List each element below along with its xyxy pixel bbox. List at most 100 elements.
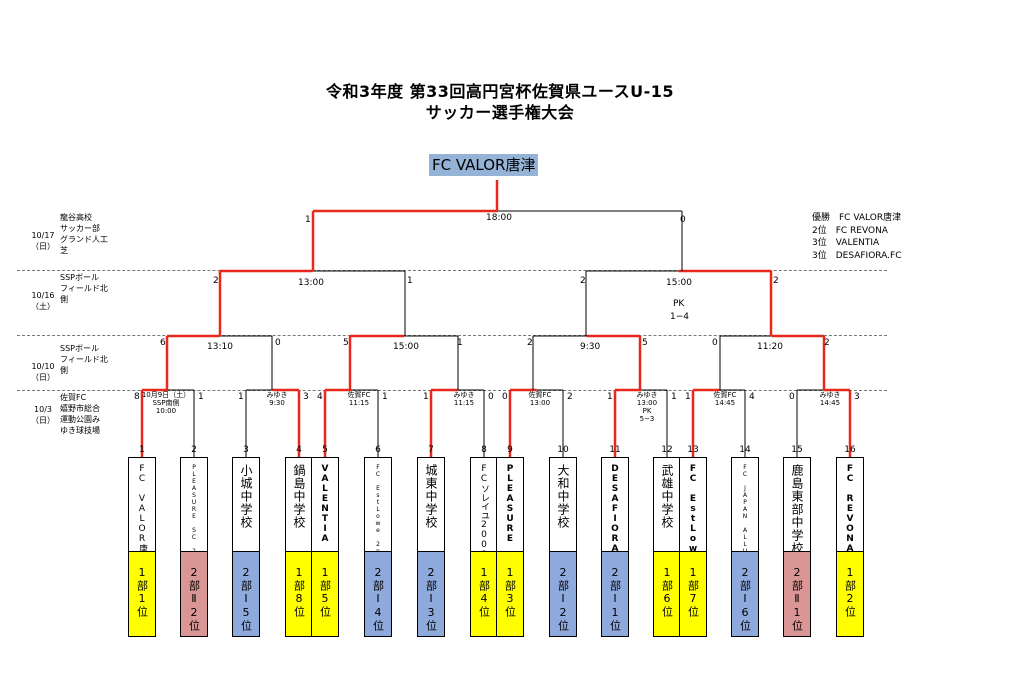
round-divider (17, 270, 887, 271)
team-rank: 2部Ⅱ2位 (187, 566, 201, 632)
team-name-box: FCソレイユ2008 (470, 457, 498, 552)
round-date: 10/3（日） (31, 405, 55, 425)
team-number: 4 (296, 445, 302, 455)
score-label: 0 (502, 392, 508, 402)
team-rank-box: 2部Ⅱ1位 (783, 551, 811, 637)
round-date: 10/10（日） (31, 362, 55, 382)
team-name-box: 鍋島中学校 (285, 457, 313, 552)
score-label: 5 (343, 338, 349, 348)
result-item: 3位 VALENTIA (812, 238, 880, 248)
page-title: 令和3年度 第33回高円宮杯佐賀県ユースU-15 (325, 82, 675, 101)
score-label: 1 (407, 276, 413, 286)
score-label: 4 (317, 392, 323, 402)
score-label: 0 (712, 338, 718, 348)
result-item: 3位 DESAFIORA.FC (812, 250, 902, 261)
team-name: PLEASURE SC 2nd (190, 464, 198, 552)
team-rank-box: 1部1位 (128, 551, 156, 637)
team-number: 15 (791, 445, 803, 455)
team-rank-box: 2部Ⅰ2位 (549, 551, 577, 637)
team-number: 8 (481, 445, 487, 455)
team-rank-box: 1部6位 (653, 551, 681, 637)
team-name: 鍋島中学校 (292, 464, 306, 529)
team-number: 2 (191, 445, 197, 455)
score-label: 1 (423, 392, 429, 402)
team-number: 10 (557, 445, 569, 455)
result-item: 2位 FC REVONA (812, 225, 888, 236)
team-number: 1 (139, 445, 145, 455)
team-rank-box: 2部Ⅰ1位 (601, 551, 629, 637)
team-name-box: 大和中学校 (549, 457, 577, 552)
score-label: 0 (488, 392, 494, 402)
score-label: 2 (567, 392, 573, 402)
score-label: 0 (680, 215, 686, 225)
pk-label: PK (673, 299, 685, 309)
team-name: FC JAPAN ALLURE (741, 464, 749, 552)
team-number: 9 (507, 445, 513, 455)
team-rank: 2部Ⅰ4位 (371, 566, 385, 632)
team-rank-box: 1部4位 (470, 551, 498, 637)
team-rank: 1部5位 (318, 566, 332, 618)
team-number: 14 (739, 445, 751, 455)
score-label: 2 (824, 338, 830, 348)
score-label: 4 (749, 392, 755, 402)
time-label: 13:10 (207, 342, 233, 352)
team-rank-box: 1部8位 (285, 551, 313, 637)
time-label: 13:00 (298, 278, 324, 288)
team-rank: 1部6位 (660, 566, 674, 618)
score-label: 1 (607, 392, 613, 402)
team-rank: 1部3位 (503, 566, 517, 618)
team-rank-box: 2部Ⅱ2位 (180, 551, 208, 637)
round-venue: SSPボールフィールド北側 (60, 344, 108, 375)
score-label: 1 (198, 392, 204, 402)
team-rank: 2部Ⅰ2位 (556, 566, 570, 632)
team-name-box: 小城中学校 (232, 457, 260, 552)
team-name-box: FC EstLowe 2nd (364, 457, 392, 552)
team-name-box: FC EstLowe (679, 457, 707, 552)
score-label: 2 (580, 276, 586, 286)
round-date: 10/16（土） (31, 291, 55, 311)
team-name: DESAFIORA.FC (610, 464, 620, 552)
team-name-box: FC JAPAN ALLURE (731, 457, 759, 552)
score-label: 0 (789, 392, 795, 402)
team-name: 武雄中学校 (660, 464, 674, 529)
team-name: 大和中学校 (556, 464, 570, 529)
team-rank-box: 2部Ⅰ6位 (731, 551, 759, 637)
team-number: 11 (609, 445, 621, 455)
time-label: 15:00 (666, 278, 692, 288)
team-rank: 2部Ⅰ6位 (738, 566, 752, 632)
time-label: 11:20 (757, 342, 783, 352)
score-label: 3 (303, 392, 309, 402)
team-name-box: PLEASURE SC (496, 457, 524, 552)
score-label: 5 (642, 338, 648, 348)
score-label: 1 (305, 215, 311, 225)
score-label: 2 (773, 276, 779, 286)
team-rank-box: 1部2位 (836, 551, 864, 637)
team-number: 5 (322, 445, 328, 455)
team-rank-box: 1部7位 (679, 551, 707, 637)
score-label: 6 (160, 338, 166, 348)
team-name: VALENTIA (320, 464, 330, 544)
score-label: 8 (134, 392, 140, 402)
team-name-box: 武雄中学校 (653, 457, 681, 552)
team-name: FC EstLowe (688, 464, 698, 552)
team-rank: 1部2位 (843, 566, 857, 618)
team-rank: 1部7位 (686, 566, 700, 618)
team-name: FC REVONA (845, 464, 855, 552)
team-name-box: FC VALOR唐津 (128, 457, 156, 552)
team-name-box: FC REVONA (836, 457, 864, 552)
team-rank: 1部4位 (477, 566, 491, 618)
team-rank-box: 2部Ⅰ4位 (364, 551, 392, 637)
team-name: PLEASURE SC (505, 464, 515, 552)
team-name-box: 城東中学校 (417, 457, 445, 552)
time-label: 18:00 (486, 213, 512, 223)
score-label: 2 (527, 338, 533, 348)
team-rank-box: 2部Ⅰ3位 (417, 551, 445, 637)
time-label: 15:00 (393, 342, 419, 352)
team-name-box: 鹿島東部中学校 (783, 457, 811, 552)
score-label: 1 (238, 392, 244, 402)
